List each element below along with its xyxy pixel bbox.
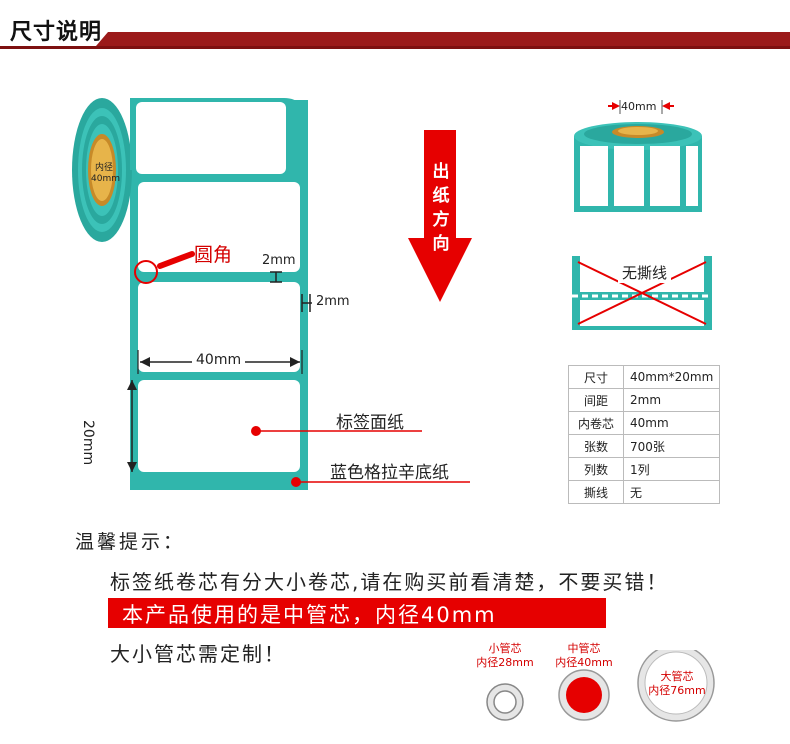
core-size-comparison [486, 650, 715, 722]
section-title: 尺寸说明 [10, 20, 103, 45]
core-label-line1: 内径 [95, 163, 114, 173]
gap-horizontal-label: 2mm [262, 253, 296, 268]
backing-paper-label: 蓝色格拉辛底纸 [330, 463, 449, 483]
no-perforation-label: 无撕线 [618, 262, 672, 283]
header-bar [0, 0, 790, 58]
feed-direction-arrow [408, 130, 472, 302]
width-dimension-label: 40mm [192, 352, 246, 368]
core-label-line2: 40mm [91, 174, 120, 184]
tips-line-3: 大小管芯需定制！ [110, 642, 286, 666]
large-core-label: 大管芯 内径76mm [648, 670, 706, 697]
gap-vertical-label: 2mm [316, 294, 350, 309]
medium-core-label: 中管芯 内径40mm [555, 642, 613, 669]
feed-direction-text: 出 纸 方 向 [432, 162, 450, 254]
height-dimension-label: 20mm [80, 420, 96, 466]
tips-highlight-bar [108, 598, 606, 628]
table-row: 撕线无 [568, 480, 721, 504]
rounded-corner-label: 圆角 [194, 244, 233, 266]
roll-top-view [574, 100, 702, 212]
tips-line-1: 标签纸卷芯有分大小卷芯,请在购买前看清楚，不要买错！ [110, 570, 669, 594]
tips-line-2: 本产品使用的是中管芯，内径40mm [122, 603, 497, 627]
label-paper-label: 标签面纸 [336, 413, 404, 433]
tips-heading: 温馨提示： [75, 531, 186, 553]
label-roll-diagram [72, 98, 470, 490]
small-core-label: 小管芯 内径28mm [476, 642, 534, 669]
roll-width-label: 40mm [621, 100, 657, 113]
